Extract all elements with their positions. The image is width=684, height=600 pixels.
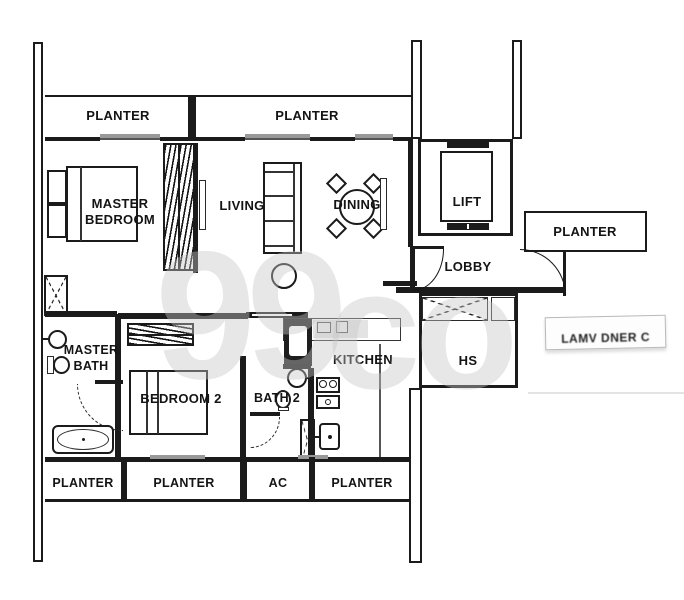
stove-burner	[319, 380, 327, 388]
wall-planter-divider-top	[188, 97, 196, 139]
label-planter-bottom-middle: PLANTER	[153, 476, 215, 490]
master-toilet-bowl	[53, 356, 70, 374]
washer-dot	[328, 435, 332, 439]
sofa-cushion-line	[265, 220, 293, 222]
faint-scan-line	[528, 392, 684, 394]
side-table	[271, 263, 297, 289]
oven-dial	[325, 399, 331, 405]
wall-band-divider	[309, 457, 315, 502]
dashed-x-icon	[423, 298, 487, 320]
wall-window-seg	[393, 137, 412, 141]
wall-dining-lift	[408, 139, 413, 247]
wall-band-divider	[121, 457, 127, 502]
wall-window-seg	[45, 137, 100, 141]
door-leaf-entrance	[413, 246, 444, 249]
washer-hose-line	[311, 436, 319, 438]
label-lift: LIFT	[452, 194, 482, 209]
wall-masterbath-top	[45, 311, 117, 317]
door-leaf-master-bath	[95, 380, 123, 384]
sofa-cushion-line	[265, 171, 293, 173]
label-dining: DINING	[333, 197, 381, 212]
master-wardrobe-rail	[178, 145, 180, 269]
label-bedroom2: BEDROOM 2	[140, 391, 222, 406]
wall-bedroom2-right	[240, 356, 246, 460]
wall-planter-top-line	[45, 95, 412, 97]
kitchen-counter-edge	[379, 344, 381, 458]
wall-lobby-step	[383, 281, 417, 286]
bath2-sink	[287, 368, 307, 388]
kitchen-counter-item	[336, 321, 348, 333]
hs-compartment	[491, 297, 515, 321]
wall-bedroom2-top	[118, 313, 248, 319]
bedroom2-wardrobe-rail	[129, 334, 192, 336]
wall-window-seg	[160, 137, 245, 141]
label-kitchen: KITCHEN	[333, 352, 393, 367]
bathtub-drain	[82, 438, 85, 441]
bath2-faucet	[306, 377, 314, 379]
wall-bath2-top	[283, 364, 311, 369]
hs-door	[422, 297, 488, 321]
bath2-toilet-tank	[278, 407, 289, 411]
door-arc-lobby	[520, 249, 566, 296]
wall-lift-column-right	[512, 40, 522, 139]
door-leaf-lobby	[563, 250, 566, 296]
wall-below-hs	[409, 388, 422, 563]
kitchen-counter-item	[317, 322, 331, 333]
kitchen-sink-basin	[289, 326, 307, 356]
master-bath-shaft	[44, 275, 68, 316]
bedroom2-bed	[129, 370, 208, 435]
wall-bath2-right	[308, 368, 314, 460]
lift-door-slit	[467, 224, 469, 229]
master-bath-faucet	[43, 338, 50, 340]
kitchen-hatch-slit	[252, 314, 292, 316]
door-arc-bath2	[250, 417, 280, 448]
label-master-bath: MASTER BATH	[63, 343, 119, 373]
window-glass-seg	[355, 134, 393, 138]
window-glass-seg	[245, 134, 310, 138]
label-planter-top-left: PLANTER	[86, 108, 150, 123]
door-arc-master-bath	[77, 384, 123, 431]
label-planter-bottom-left: PLANTER	[52, 476, 114, 490]
lift-car	[440, 151, 493, 222]
dining-chair	[325, 172, 348, 195]
label-hs: HS	[458, 353, 478, 368]
master-bed	[66, 166, 138, 242]
sofa	[263, 162, 302, 254]
label-lobby: LOBBY	[444, 259, 492, 274]
door-leaf-bath2	[250, 412, 280, 416]
wall-lift-column-left	[411, 40, 422, 139]
sofa-back-line	[293, 164, 295, 252]
wall-wardrobe-right	[193, 143, 198, 273]
planter-right-box	[524, 211, 647, 252]
sofa-cushion-line	[265, 195, 293, 197]
label-ac: AC	[268, 476, 288, 490]
bedroom2-pillow-line	[157, 371, 159, 434]
dining-chair	[325, 217, 348, 240]
dining-table	[339, 189, 375, 225]
label-master-bedroom: MASTER BEDROOM	[85, 196, 155, 228]
wall-lobby-bottom	[396, 287, 566, 293]
label-living: LIVING	[219, 198, 265, 213]
wall-left-column	[33, 42, 43, 562]
window-glass-seg	[100, 134, 160, 138]
stove-burner	[329, 380, 337, 388]
label-planter-bottom-right: PLANTER	[331, 476, 393, 490]
lift-door-top	[447, 142, 489, 148]
stamp-box: LAMV DNER C	[544, 314, 667, 351]
wall-window-seg	[310, 137, 355, 141]
wall-band-divider	[240, 457, 247, 502]
sofa-cushion-line	[265, 245, 293, 247]
master-bed-pillow-line	[80, 167, 82, 241]
tv-console	[199, 180, 206, 230]
bedroom2-pillow-line	[146, 371, 148, 434]
window-glass-seg	[150, 455, 205, 459]
wall-band-bottom-bot	[45, 499, 411, 502]
label-planter-right: PLANTER	[553, 224, 617, 239]
dashed-x-icon	[46, 277, 66, 314]
label-bath2: BATH 2	[253, 391, 300, 405]
dining-console	[380, 178, 387, 230]
label-planter-top-right: PLANTER	[275, 108, 339, 123]
wall-band-bottom-top	[45, 457, 411, 462]
stamp-text: LAMV DNER C	[561, 330, 651, 346]
